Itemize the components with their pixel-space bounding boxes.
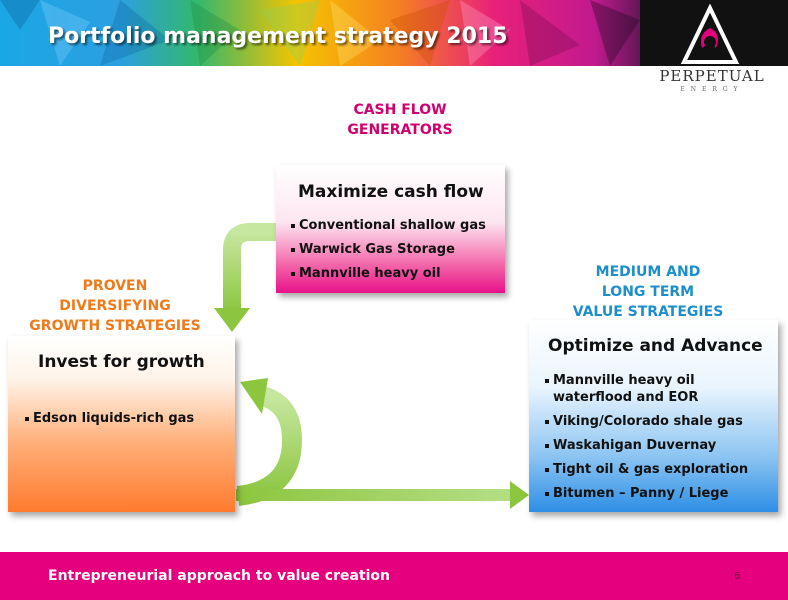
bullet-list: Conventional shallow gas Warwick Gas Sto… (290, 217, 486, 289)
slide-title: Portfolio management strategy 2015 (48, 24, 508, 49)
box-title: Maximize cash flow (298, 182, 484, 202)
label-line: PROVEN (82, 278, 148, 294)
logo-wordmark: PERPETUAL (659, 67, 765, 85)
list-item: Waskahigan Duvernay (544, 437, 748, 454)
list-item: Conventional shallow gas (290, 217, 486, 234)
box-optimize-and-advance: Optimize and Advance Mannville heavy oil… (529, 320, 778, 512)
page-number: 6 (734, 571, 741, 582)
arrow-to-optimize (236, 481, 529, 509)
slide-footer: Entrepreneurial approach to value creati… (0, 552, 788, 600)
list-item: Mannville heavy oil waterflood and EOR (544, 372, 714, 406)
label-cash-flow-generators: CASH FLOW GENERATORS (300, 100, 500, 140)
label-line: VALUE STRATEGIES (572, 304, 724, 320)
slide-header: Portfolio management strategy 2015 (0, 0, 788, 66)
logo-subtitle: ENERGY (680, 86, 744, 93)
box-maximize-cash-flow: Maximize cash flow Conventional shallow … (276, 165, 505, 293)
label-line: LONG TERM (601, 284, 695, 300)
list-item: Tight oil & gas exploration (544, 461, 748, 478)
list-item: Edson liquids-rich gas (24, 410, 194, 427)
mosaic-banner (0, 0, 660, 66)
label-line: GROWTH STRATEGIES (29, 318, 201, 334)
arrow-curve-to-invest (236, 378, 303, 506)
box-invest-for-growth: Invest for growth Edson liquids-rich gas (8, 336, 235, 512)
box-title: Optimize and Advance (548, 336, 763, 356)
label-proven-growth: PROVEN DIVERSIFYING GROWTH STRATEGIES (10, 276, 220, 336)
bullet-list: Edson liquids-rich gas (24, 410, 194, 434)
label-line: GENERATORS (347, 122, 453, 138)
label-line: DIVERSIFYING (59, 298, 171, 314)
bullet-list: Mannville heavy oil waterflood and EOR V… (544, 372, 748, 509)
footer-tagline: Entrepreneurial approach to value creati… (48, 568, 391, 584)
arrow-cash-to-invest (214, 223, 276, 332)
label-line: CASH FLOW (353, 102, 447, 118)
list-item: Mannville heavy oil (290, 265, 486, 282)
label-medium-long-term: MEDIUM AND LONG TERM VALUE STRATEGIES (548, 262, 748, 322)
list-item: Warwick Gas Storage (290, 241, 486, 258)
list-item: Bitumen – Panny / Liege (544, 485, 748, 502)
box-title: Invest for growth (38, 352, 205, 372)
label-line: MEDIUM AND (595, 264, 701, 280)
list-item: Viking/Colorado shale gas (544, 413, 748, 430)
perpetual-logo-icon (680, 4, 740, 64)
